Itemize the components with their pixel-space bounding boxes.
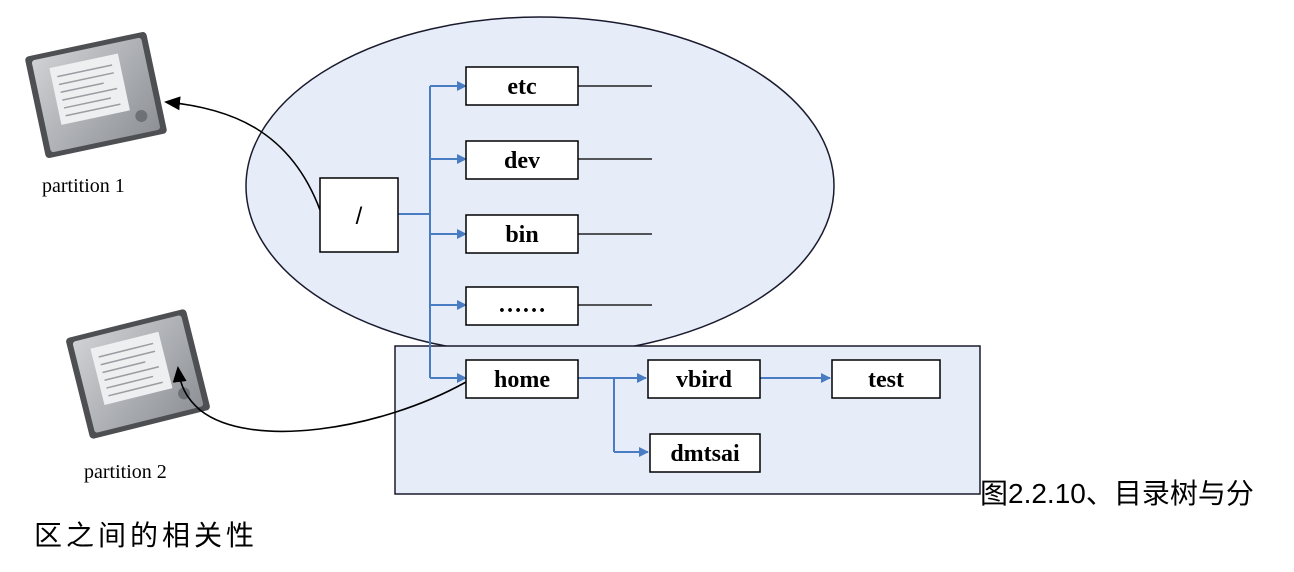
dir-node-dev: dev [465,140,579,180]
dir-node-bin: bin [465,214,579,254]
mount-arrow-partition1 [164,96,321,211]
figure-caption-line2: 区之间的相关性 [34,519,259,552]
partition1-label: partition 1 [42,175,125,197]
dir-node-etc: etc [465,66,579,106]
tree-stubs [578,85,652,306]
dir-node-dmtsai: dmtsai [649,433,761,473]
dir-label-more: …… [498,292,546,318]
dir-node-home: home [465,359,579,399]
figure-caption-line1: 图2.2.10、目录树与分 [980,478,1254,509]
partition2-label: partition 2 [84,461,167,483]
root-label: / [356,203,363,230]
tree-connectors [398,81,831,457]
dir-node-more: …… [465,286,579,326]
dir-label-test: test [868,367,904,393]
dir-label-etc: etc [507,74,537,100]
dir-node-vbird: vbird [647,359,761,399]
dir-node-test: test [831,359,941,399]
hard-disk-icon [66,309,210,439]
dir-label-bin: bin [505,222,538,248]
dir-label-dev: dev [504,148,540,174]
hard-disk-icon [25,31,167,159]
dir-label-home: home [494,367,550,393]
dir-label-vbird: vbird [676,367,733,393]
mount-arrow-partition2 [172,366,467,433]
root-node: / [319,177,399,253]
dir-label-dmtsai: dmtsai [670,441,740,467]
